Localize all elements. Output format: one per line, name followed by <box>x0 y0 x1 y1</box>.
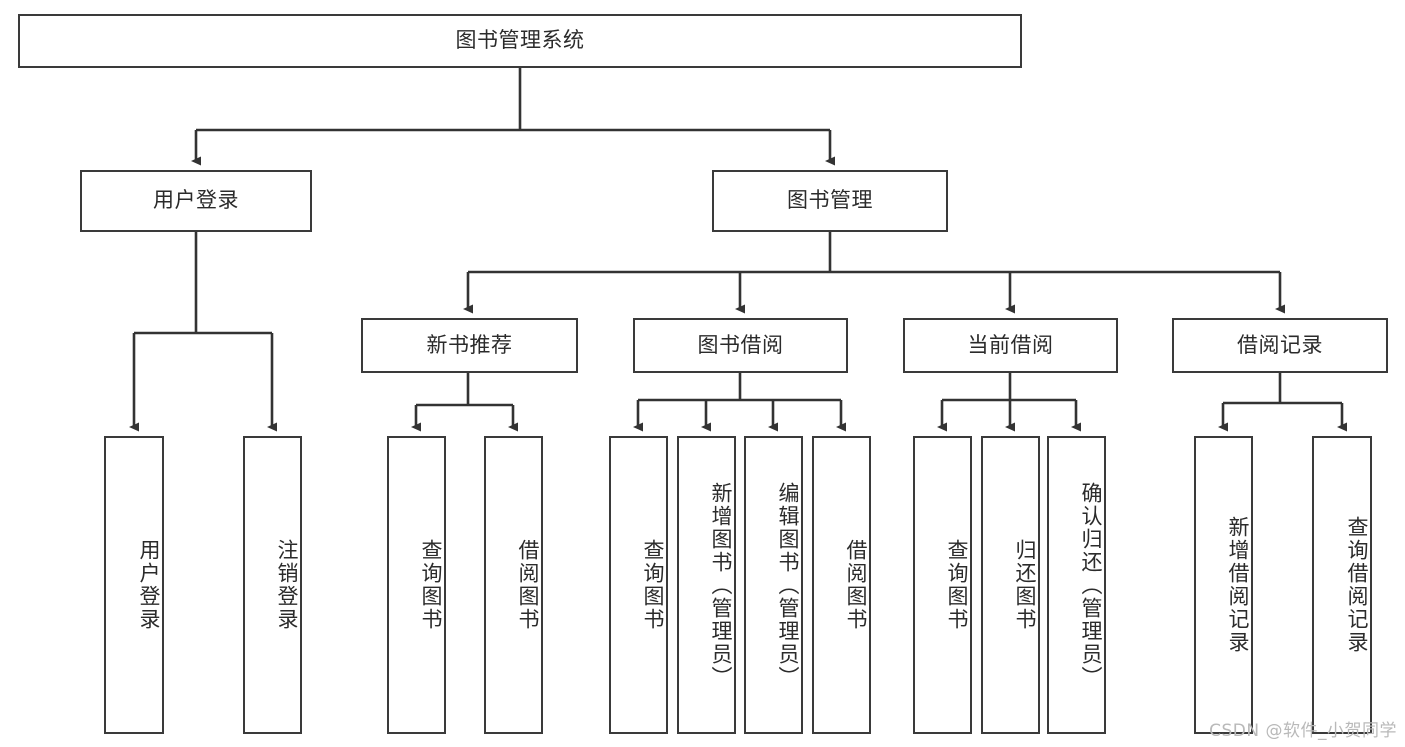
leaf-book-borrow-borrow-book[interactable]: 借阅图书 <box>812 436 871 734</box>
csdn-watermark: CSDN @软件_小贺同学 <box>1209 721 1397 741</box>
leaf-current-borrow-query-book[interactable]: 查询图书 <box>913 436 972 734</box>
node-label: 确认归还（管理员） <box>1079 481 1103 689</box>
leaf-new-book-borrow-book[interactable]: 借阅图书 <box>484 436 543 734</box>
node-book-borrow[interactable]: 图书借阅 <box>633 318 848 373</box>
node-label: 新书推荐 <box>426 332 513 357</box>
node-current-borrow[interactable]: 当前借阅 <box>903 318 1118 373</box>
node-book-management[interactable]: 图书管理 <box>712 170 948 232</box>
node-label: 用户登录 <box>137 539 161 631</box>
node-label: 用户登录 <box>153 188 239 213</box>
node-label: 当前借阅 <box>967 332 1054 357</box>
node-label: 查询图书 <box>945 539 969 631</box>
leaf-book-borrow-add-book-admin[interactable]: 新增图书（管理员） <box>677 436 736 734</box>
node-label: 图书管理系统 <box>455 28 585 53</box>
node-label: 新增借阅记录 <box>1226 516 1250 654</box>
node-label: 借阅图书 <box>516 539 540 631</box>
leaf-book-borrow-edit-book-admin[interactable]: 编辑图书（管理员） <box>744 436 803 734</box>
node-borrow-record[interactable]: 借阅记录 <box>1172 318 1388 373</box>
node-label: 编辑图书（管理员） <box>776 481 800 689</box>
leaf-borrow-record-add-record[interactable]: 新增借阅记录 <box>1194 436 1253 734</box>
node-root-book-management-system[interactable]: 图书管理系统 <box>18 14 1022 68</box>
node-label: 新增图书（管理员） <box>709 481 733 689</box>
node-label: 借阅图书 <box>844 539 868 631</box>
leaf-current-borrow-return-book[interactable]: 归还图书 <box>981 436 1040 734</box>
node-label: 图书管理 <box>787 188 873 213</box>
leaf-current-borrow-confirm-return-admin[interactable]: 确认归还（管理员） <box>1047 436 1106 734</box>
leaf-book-borrow-query-book[interactable]: 查询图书 <box>609 436 668 734</box>
node-user-login[interactable]: 用户登录 <box>80 170 312 232</box>
node-label: 查询图书 <box>641 539 665 631</box>
leaf-borrow-record-query-record[interactable]: 查询借阅记录 <box>1312 436 1372 734</box>
leaf-user-login-signout[interactable]: 注销登录 <box>243 436 302 734</box>
leaf-user-login-signin[interactable]: 用户登录 <box>104 436 164 734</box>
node-label: 图书借阅 <box>697 332 784 357</box>
node-label: 查询图书 <box>419 539 443 631</box>
node-new-book-recommend[interactable]: 新书推荐 <box>361 318 578 373</box>
node-label: 归还图书 <box>1013 539 1037 631</box>
node-label: 查询借阅记录 <box>1345 516 1369 654</box>
node-label: 借阅记录 <box>1237 332 1323 357</box>
leaf-new-book-query-book[interactable]: 查询图书 <box>387 436 446 734</box>
node-label: 注销登录 <box>275 539 299 631</box>
